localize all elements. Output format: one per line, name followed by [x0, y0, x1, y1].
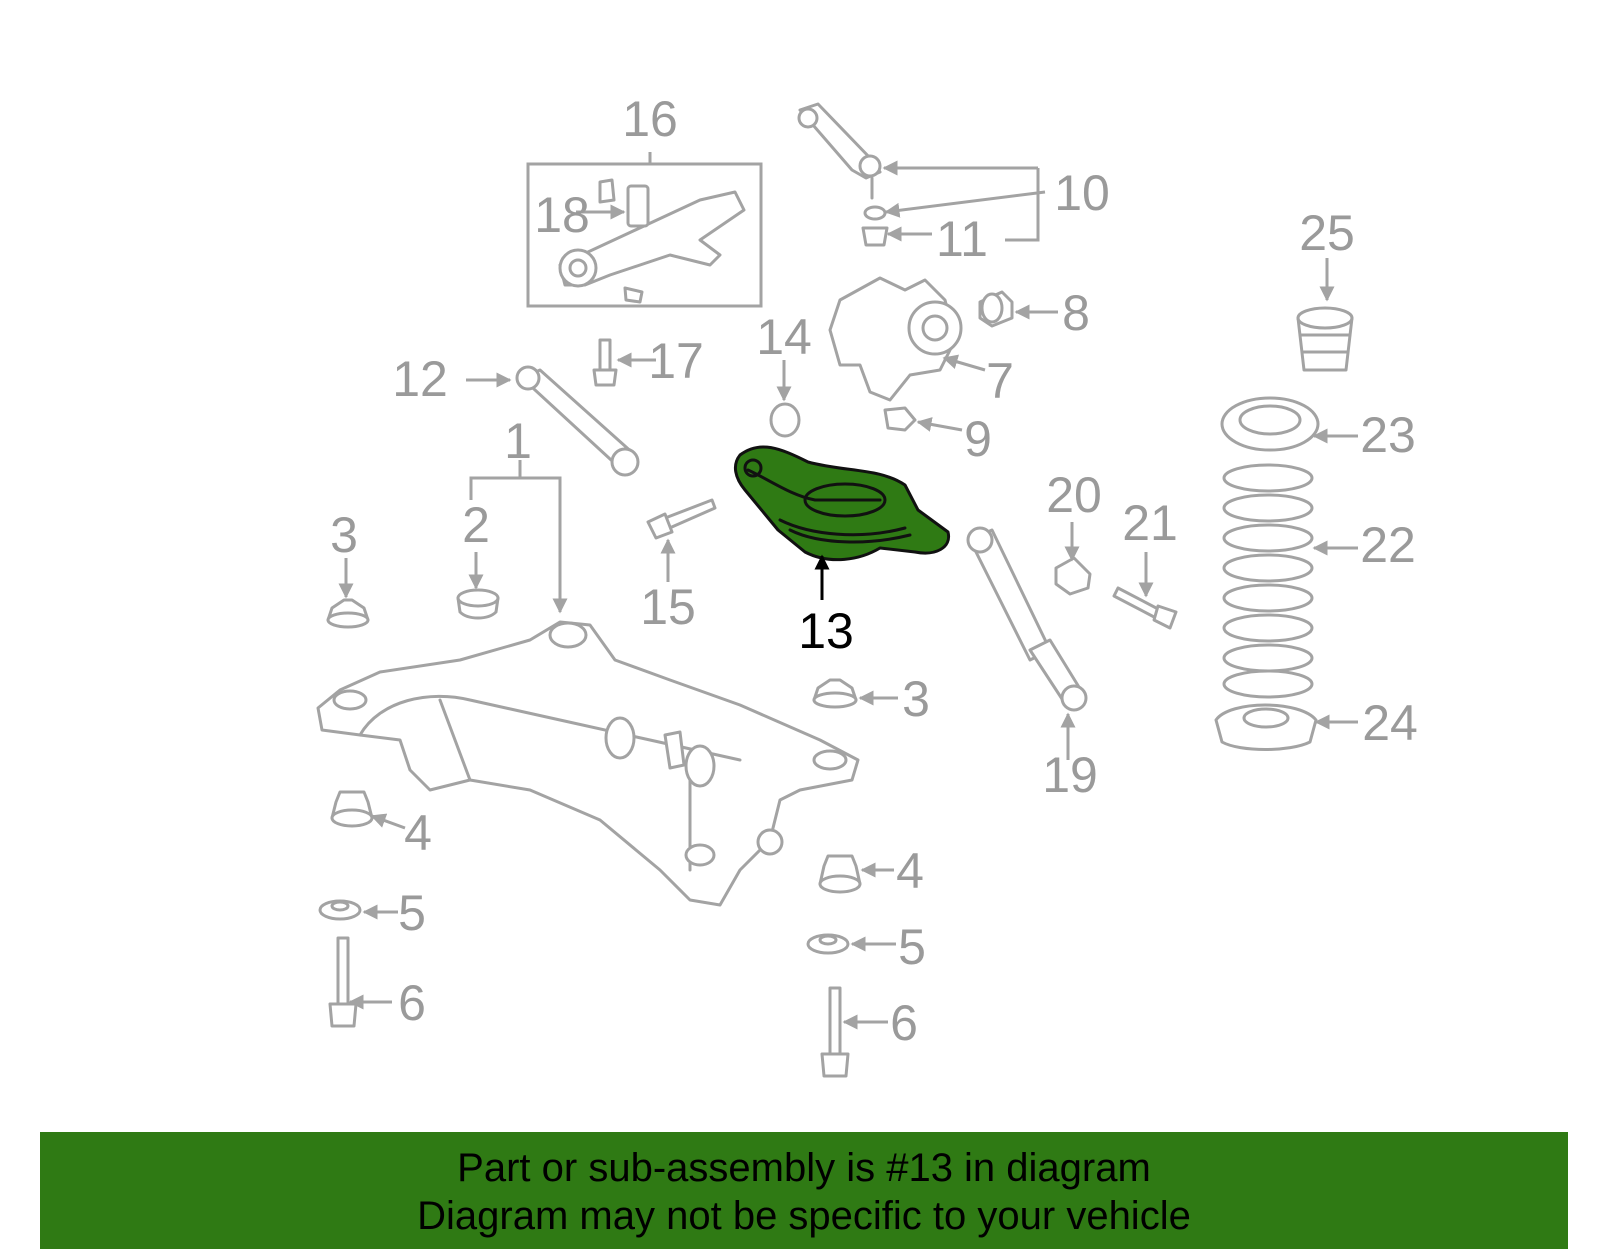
banner-line-2: Diagram may not be specific to your vehi… [417, 1194, 1191, 1238]
part-7-knuckle [828, 276, 963, 432]
part-6-bolt-right [820, 986, 850, 1078]
part-16-box [526, 152, 763, 308]
part-14-ring [769, 402, 801, 438]
part-19-shock [966, 526, 1088, 712]
callout-3-right: 3 [902, 671, 930, 727]
callout-4-left: 4 [404, 805, 432, 861]
callout-5-right: 5 [898, 919, 926, 975]
callout-11: 11 [936, 211, 988, 267]
callout-7: 7 [986, 353, 1014, 409]
callout-labels: 16 18 10 11 8 25 14 12 17 7 9 23 1 20 21… [330, 91, 1418, 1051]
callout-17: 17 [648, 333, 704, 389]
part-23-spring-seat [1220, 396, 1320, 452]
leader-lines [338, 160, 1358, 1030]
callout-5-left: 5 [398, 885, 426, 941]
callout-9: 9 [964, 411, 992, 467]
callout-24: 24 [1362, 695, 1418, 751]
part-5-washer-right [806, 933, 850, 955]
part-22-coil-spring [1222, 463, 1314, 699]
callout-3-left: 3 [330, 507, 358, 563]
callout-15: 15 [640, 579, 696, 635]
callout-6-left: 6 [398, 975, 426, 1031]
part-3-mount-left [326, 598, 370, 629]
callout-10: 10 [1054, 165, 1110, 221]
banner-line-1: Part or sub-assembly is #13 in diagram [457, 1146, 1151, 1190]
part-1-subframe [316, 620, 860, 907]
part-15-bolt [646, 498, 717, 540]
part-8-bushing [978, 290, 1014, 328]
callout-2: 2 [462, 497, 490, 553]
part-13-lower-control-arm [733, 445, 951, 562]
part-6-bolt-left [328, 936, 358, 1028]
callout-23: 23 [1360, 407, 1416, 463]
callout-16: 16 [622, 91, 678, 147]
callout-12: 12 [392, 351, 448, 407]
part-11-bushing [861, 205, 889, 247]
callout-22: 22 [1360, 517, 1416, 573]
callout-6-right: 6 [890, 995, 918, 1051]
callout-4-right: 4 [896, 843, 924, 899]
part-24-lower-seat [1214, 703, 1318, 751]
part-5-washer-left [318, 899, 362, 921]
callout-20: 20 [1046, 467, 1102, 523]
callout-18: 18 [534, 187, 590, 243]
part-4-mount-right [818, 854, 862, 894]
part-2-mount [456, 588, 500, 620]
part-20-bushing [1054, 556, 1092, 596]
info-banner: Part or sub-assembly is #13 in diagram D… [40, 1132, 1568, 1249]
part-3-mount-right [812, 678, 858, 709]
callout-8: 8 [1062, 285, 1090, 341]
callout-25: 25 [1299, 205, 1355, 261]
callout-1: 1 [504, 413, 532, 469]
part-12-link [515, 365, 640, 477]
part-4-mount-left [330, 790, 374, 828]
part-21-bolt [1112, 586, 1178, 630]
callout-14: 14 [756, 309, 812, 365]
callout-19: 19 [1042, 747, 1098, 803]
callout-13: 13 [798, 603, 854, 659]
callout-21: 21 [1122, 495, 1178, 551]
part-17-bolt [592, 338, 618, 387]
part-25-bump-stop [1296, 306, 1354, 372]
part-10-upper-arm [797, 102, 882, 200]
